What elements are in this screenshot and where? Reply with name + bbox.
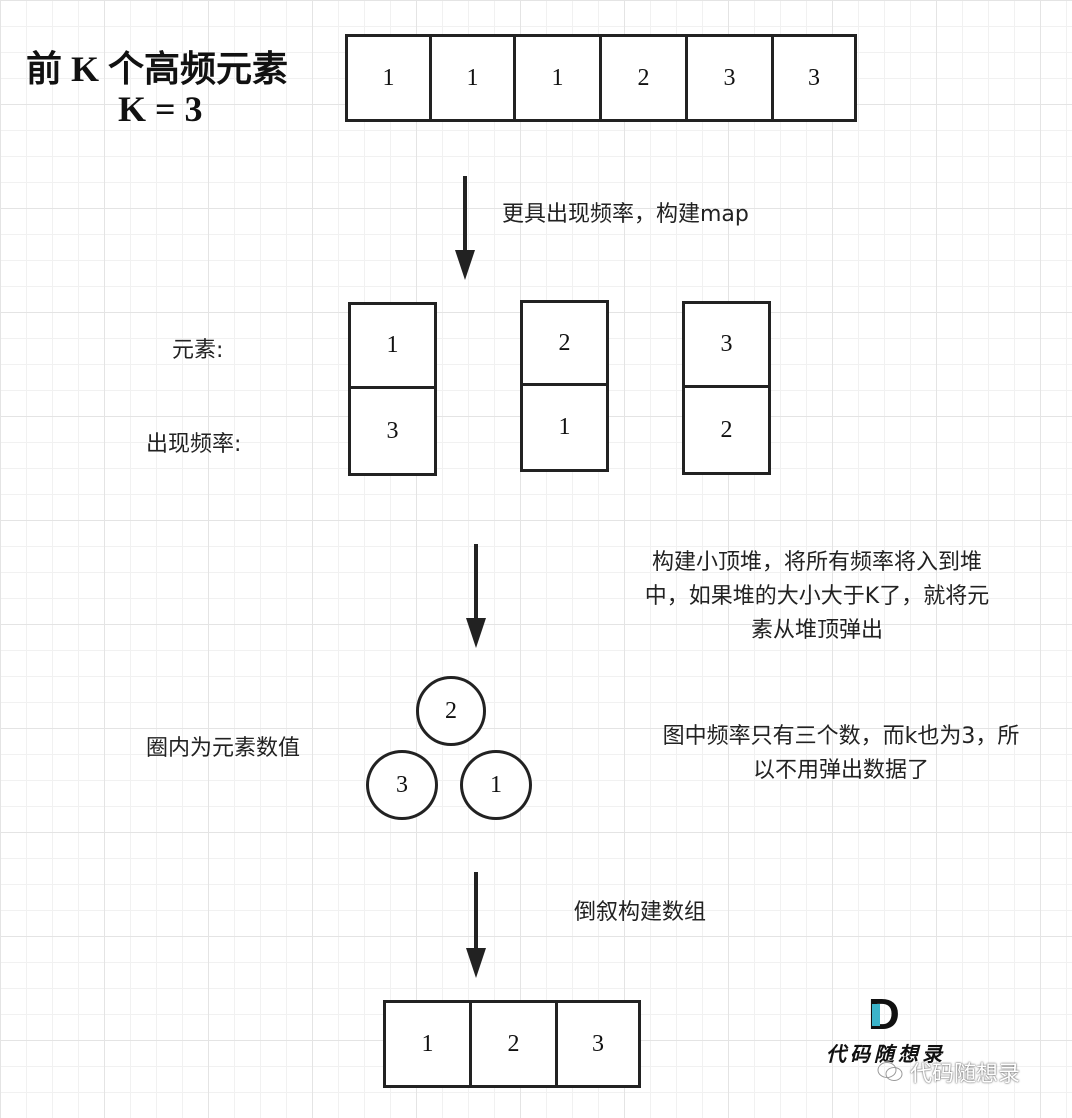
title-line-2: K = 3 bbox=[118, 89, 203, 129]
wechat-icon bbox=[877, 1061, 903, 1082]
map-frequency-value: 3 bbox=[386, 417, 399, 444]
arrow-down-3 bbox=[466, 872, 486, 978]
input-cell: 2 bbox=[602, 37, 688, 119]
wechat-account: 代码随想录 bbox=[876, 1056, 1020, 1088]
step2-note-line: 中，如果堆的大小大于K了，就将元 bbox=[644, 584, 990, 609]
heap-node-right: 1 bbox=[460, 750, 532, 820]
heap-node-left: 3 bbox=[366, 750, 438, 820]
arrow-down-1 bbox=[455, 176, 475, 280]
heap-note-line: 图中频率只有三个数，而k也为3，所 bbox=[662, 724, 1020, 749]
wechat-account-name: 代码随想录 bbox=[910, 1062, 1021, 1087]
input-array: 1 1 1 2 3 3 bbox=[345, 34, 857, 122]
output-cell: 2 bbox=[472, 1003, 558, 1085]
map-entry: 3 2 bbox=[682, 301, 771, 475]
output-array: 1 2 3 bbox=[383, 1000, 641, 1088]
map-entry: 2 1 bbox=[520, 300, 609, 472]
map-label-element: 元素: bbox=[172, 338, 224, 363]
title-line-1: 前 K 个高频元素 bbox=[26, 49, 289, 89]
step2-note: 构建小顶堆，将所有频率将入到堆 中，如果堆的大小大于K了，就将元 素从堆顶弹出 bbox=[602, 546, 1032, 648]
step2-note-line: 构建小顶堆，将所有频率将入到堆 bbox=[651, 550, 982, 575]
input-cell: 3 bbox=[808, 64, 820, 91]
heap-label: 圈内为元素数值 bbox=[146, 736, 301, 761]
input-cell: 1 bbox=[432, 37, 516, 119]
map-frequency-value: 1 bbox=[558, 414, 571, 440]
map-label-frequency: 出现频率: bbox=[146, 432, 242, 457]
map-element-value: 2 bbox=[523, 303, 606, 386]
heap-note: 图中频率只有三个数，而k也为3，所 以不用弹出数据了 bbox=[626, 720, 1056, 788]
input-cell: 1 bbox=[348, 37, 432, 119]
input-cell: 3 bbox=[688, 37, 774, 119]
arrow-down-2 bbox=[466, 544, 486, 648]
step3-note: 倒叙构建数组 bbox=[574, 900, 707, 925]
map-element-value: 1 bbox=[351, 305, 434, 389]
map-frequency-value: 2 bbox=[720, 416, 733, 443]
map-entry: 1 3 bbox=[348, 302, 437, 476]
heap-note-line: 以不用弹出数据了 bbox=[752, 758, 929, 783]
step1-note: 更具出现频率，构建map bbox=[502, 202, 749, 227]
step2-note-line: 素从堆顶弹出 bbox=[750, 618, 883, 643]
brand-logo-accent bbox=[872, 1004, 880, 1026]
map-element-value: 3 bbox=[685, 304, 768, 388]
heap-node-root: 2 bbox=[416, 676, 486, 746]
output-cell: 3 bbox=[592, 1030, 604, 1057]
output-cell: 1 bbox=[386, 1003, 472, 1085]
input-cell: 1 bbox=[516, 37, 602, 119]
